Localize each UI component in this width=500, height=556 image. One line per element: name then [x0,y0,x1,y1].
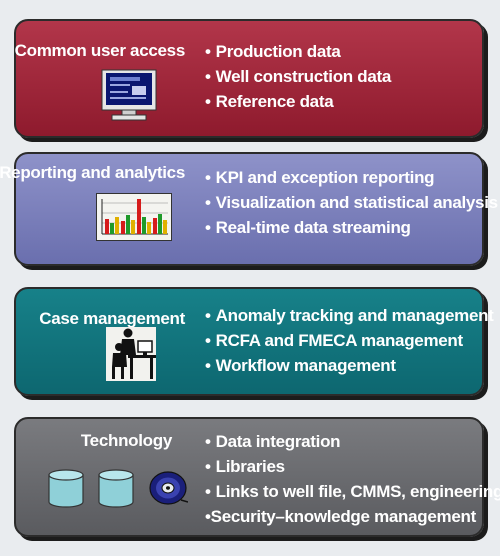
technology-panel: Technology •Data integration •Libraries … [14,417,500,537]
list-item: •KPI and exception reporting [205,168,435,187]
database-cylinder-icon [98,469,134,508]
people-at-desk-icon [106,327,156,381]
tape-reel-icon [149,471,188,505]
list-item: •Real-time data streaming [205,218,411,237]
case-management-panel: Case management •Anomaly tracking and ma… [14,287,494,396]
bullet-list: •KPI and exception reporting •Visualizat… [205,165,498,240]
list-item: •Data integration [205,432,341,451]
panel-title: Common user access [14,41,186,60]
list-item: •Reference data [205,92,334,111]
database-cylinder-icon [48,469,84,508]
common-user-access-panel: Common user access •Production data •Wel… [14,19,484,138]
list-item: •Workflow management [205,356,396,375]
bullet-list: •Production data •Well construction data… [205,39,391,114]
bullet-list: •Data integration •Libraries •Links to w… [205,429,500,529]
list-item: •Visualization and statistical analysis [205,193,498,212]
list-item: •Production data [205,42,341,61]
list-item: •Libraries [205,457,285,476]
list-item: •Links to well file, CMMS, engineering [205,482,500,501]
list-item: •RCFA and FMECA management [205,331,463,350]
bullet-list: •Anomaly tracking and management •RCFA a… [205,303,494,378]
bar-chart-icon [96,193,172,241]
list-item: •Security–knowledge management [205,507,476,526]
panel-title: Technology [80,431,172,450]
reporting-and-analytics-panel: Reporting and analytics •KPI and excepti… [0,152,498,266]
panel-title: Reporting and analytics [0,163,185,182]
computer-monitor-icon [101,69,157,121]
panel-title: Case management [39,309,185,328]
list-item: •Anomaly tracking and management [205,306,494,325]
list-item: •Well construction data [205,67,392,86]
